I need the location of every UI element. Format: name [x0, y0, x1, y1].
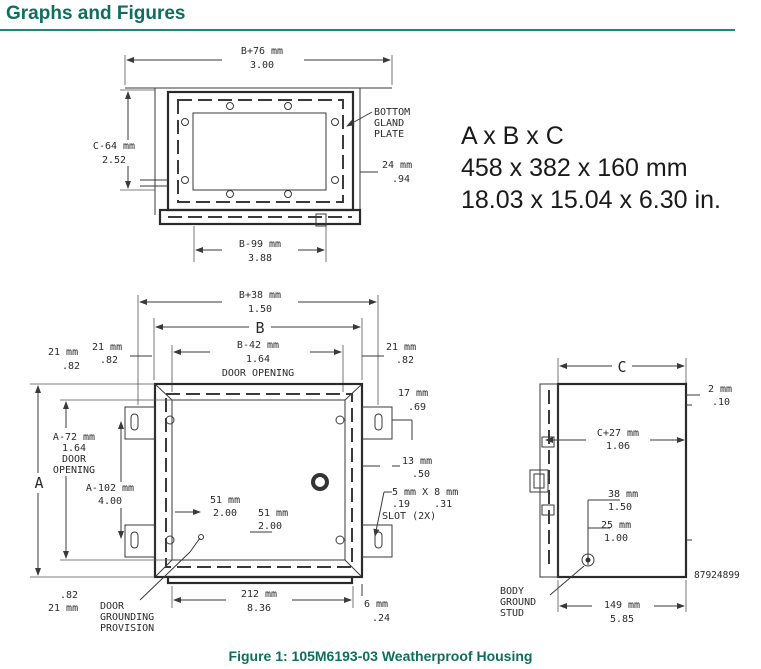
label-door-grounding-1: DOOR	[100, 601, 125, 612]
dim-21-right-mm: 21 mm	[386, 342, 416, 353]
page-title: Graphs and Figures	[6, 3, 186, 24]
dim-51b-mm: 51 mm	[258, 508, 288, 519]
dim-13-mm: 13 mm	[402, 456, 432, 467]
dim-25-in: 1.00	[604, 533, 628, 544]
dim-38-mm: 38 mm	[608, 489, 638, 500]
dim-38-in: 1.50	[608, 502, 632, 513]
dim-21-left-in: .82	[62, 361, 80, 372]
dim-c27-mm: C+27 mm	[597, 428, 639, 439]
dimension-imperial: 18.03 x 15.04 x 6.30 in.	[461, 186, 721, 214]
dim-24-mm: 24 mm	[382, 160, 412, 171]
label-door-grounding-3: PROVISION	[100, 623, 154, 634]
dim-2-mm: 2 mm	[708, 384, 732, 395]
dim-17-in: .69	[408, 402, 426, 413]
dim-51a-mm: 51 mm	[210, 495, 240, 506]
label-door-opening: DOOR OPENING	[222, 368, 294, 379]
dim-c64-mm: C-64 mm	[93, 141, 135, 152]
dim-b99-in: 3.88	[248, 253, 272, 264]
dim-25-mm: 25 mm	[601, 520, 631, 531]
side-view: C 2 mm .10 C+27 mm 1.06 38 mm 1.50 25 mm…	[500, 357, 740, 625]
dim-2-in: .10	[712, 397, 730, 408]
dim-21-left2-in: .82	[100, 355, 118, 366]
dim-149-in: 5.85	[610, 614, 634, 625]
label-body-ground-2: GROUND	[500, 597, 536, 608]
dim-a102-in: 4.00	[98, 496, 122, 507]
dim-a102-mm: A-102 mm	[86, 483, 134, 494]
dim-6-mm: 6 mm	[364, 599, 388, 610]
dim-c-label: C	[617, 358, 626, 376]
dim-b-label: B	[255, 319, 264, 337]
label-bottom-gland-1: BOTTOM	[374, 107, 410, 118]
dim-212-mm: 212 mm	[241, 589, 277, 600]
label-body-ground-1: BODY	[500, 586, 524, 597]
dim-slot-mm: 5 mm X 8 mm	[392, 487, 458, 498]
dim-b38-mm: B+38 mm	[239, 290, 281, 301]
dim-21-left-mm: 21 mm	[48, 347, 78, 358]
dimension-summary: A x B x C 458 x 382 x 160 mm 18.03 x 15.…	[461, 120, 721, 216]
dim-slot-in: .19 .31	[392, 499, 452, 510]
title-underline	[0, 29, 735, 31]
dim-212-in: 8.36	[247, 603, 271, 614]
label-bottom-gland-3: PLATE	[374, 129, 404, 140]
dim-21-left2-mm: 21 mm	[92, 342, 122, 353]
dim-24-in: .94	[392, 174, 410, 185]
dim-b38-in: 1.50	[248, 304, 272, 315]
dim-b76-mm: B+76 mm	[241, 46, 283, 57]
top-view: B+76 mm 3.00 C-64 mm 2.52	[82, 46, 412, 264]
label-door: DOOR	[62, 454, 87, 465]
dim-a72-in: 1.64	[62, 443, 86, 454]
dim-13-in: .50	[412, 469, 430, 480]
dim-a72-mm: A-72 mm	[53, 432, 95, 443]
dimension-metric: 458 x 382 x 160 mm	[461, 154, 688, 182]
dim-c64-in: 2.52	[102, 155, 126, 166]
label-slot: SLOT (2X)	[382, 511, 436, 522]
dim-a-label: A	[34, 474, 43, 492]
dim-21-right-in: .82	[396, 355, 414, 366]
label-bottom-gland-2: GLAND	[374, 118, 404, 129]
dim-149-mm: 149 mm	[604, 600, 640, 611]
dim-6-in: .24	[372, 613, 390, 624]
dim-21-bottom-mm: 21 mm	[48, 603, 78, 614]
front-view: B+38 mm 1.50 B 21 mm .82 21 mm .82 B-42 …	[30, 289, 458, 634]
dimension-heading: A x B x C	[461, 122, 564, 150]
dim-21-bottom-in: .82	[60, 590, 78, 601]
dim-c27-in: 1.06	[606, 441, 630, 452]
label-opening: OPENING	[53, 465, 95, 476]
figure-caption: Figure 1: 105M6193-03 Weatherproof Housi…	[228, 648, 533, 664]
label-body-ground-3: STUD	[500, 608, 524, 619]
dim-b42-in: 1.64	[246, 354, 270, 365]
dim-b76-in: 3.00	[250, 60, 274, 71]
dim-b42-mm: B-42 mm	[237, 340, 279, 351]
dim-b99-mm: B-99 mm	[239, 239, 281, 250]
dim-51b-in: 2.00	[258, 521, 282, 532]
label-door-grounding-2: GROUNDING	[100, 612, 154, 623]
part-number: 87924899	[694, 570, 740, 581]
dim-17-mm: 17 mm	[398, 388, 428, 399]
dim-51a-in: 2.00	[213, 508, 237, 519]
